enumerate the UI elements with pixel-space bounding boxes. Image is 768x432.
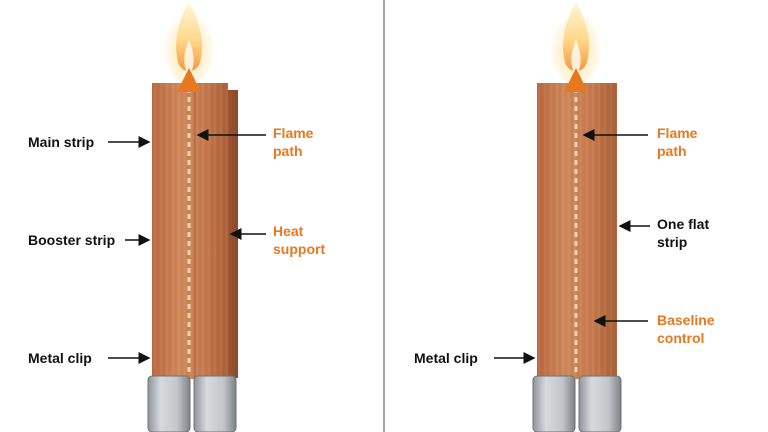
label-heat-support-line1: Heat [273, 223, 304, 239]
left-wick [108, 2, 266, 432]
label-metal-clip: Metal clip [28, 350, 92, 366]
label-one-flat-strip: One flat strip [657, 215, 709, 251]
label-main-strip: Main strip [28, 134, 95, 150]
label-baseline-control-line1: Baseline [657, 312, 715, 328]
flame-icon [563, 2, 589, 71]
label-heat-support: Heat support [273, 222, 325, 258]
metal-clip-icon [193, 375, 237, 432]
label-heat-support-line2: support [273, 241, 326, 257]
label-one-flat-strip-line1: One flat [657, 216, 710, 232]
label-metal-clip-right: Metal clip [414, 350, 478, 366]
label-flame-path: Flame path [273, 124, 313, 160]
metal-clip-icon [532, 375, 576, 432]
main-strip-grain [152, 83, 228, 379]
label-flame-path-right-line2: path [657, 143, 687, 159]
flame-core-icon [571, 40, 581, 74]
label-baseline-control: Baseline control [657, 311, 715, 347]
flame-icon [176, 2, 202, 71]
one-flat-strip-grain [537, 83, 617, 379]
label-flame-path-line2: path [273, 143, 303, 159]
metal-clip-icon [147, 375, 191, 432]
label-flame-path-right: Flame path [657, 124, 697, 160]
metal-clip-icon [578, 375, 622, 432]
label-baseline-control-line2: control [657, 330, 705, 346]
label-one-flat-strip-line2: strip [657, 234, 688, 250]
label-flame-path-right-line1: Flame [657, 125, 698, 141]
label-flame-path-line1: Flame [273, 125, 314, 141]
flame-core-icon [184, 40, 194, 74]
right-wick [494, 2, 650, 432]
label-booster-strip: Booster strip [28, 232, 116, 248]
